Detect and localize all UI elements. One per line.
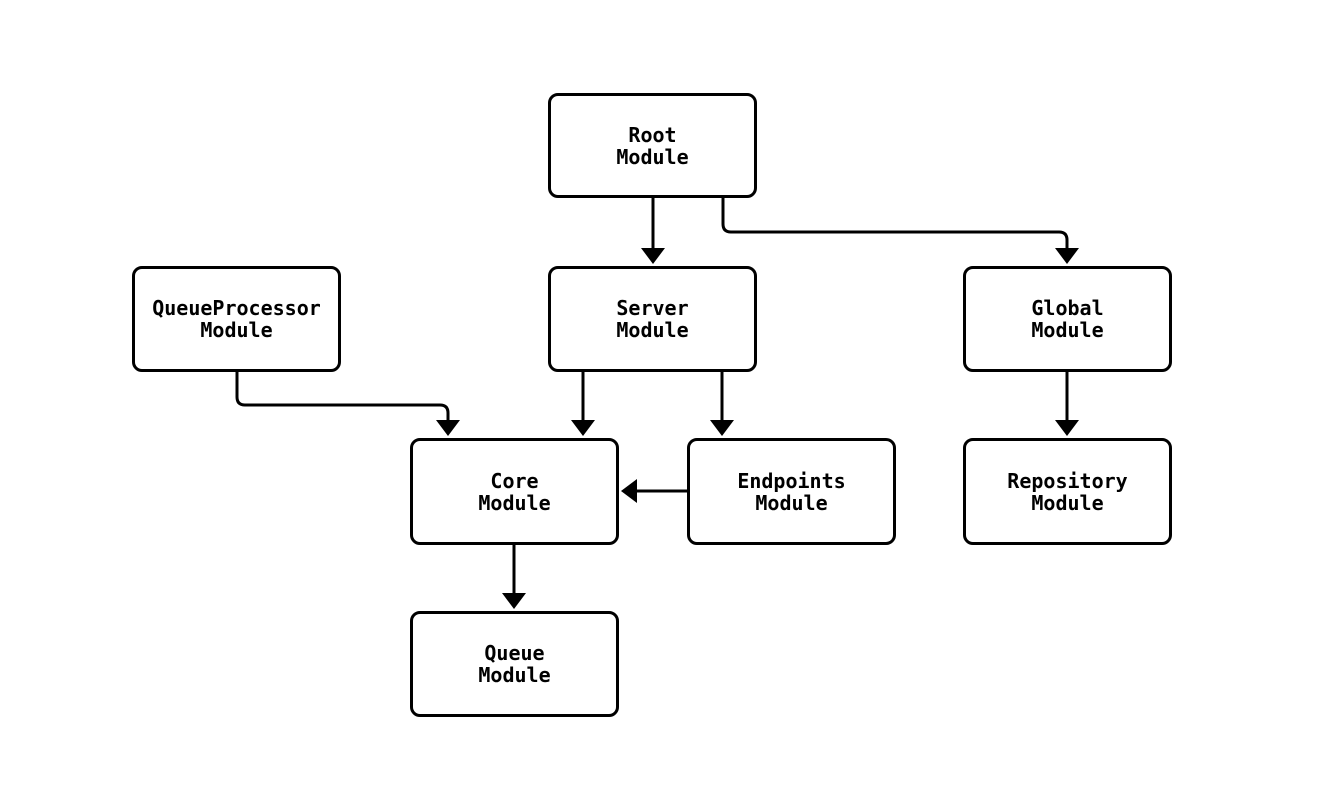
node-root-module: Root Module — [548, 93, 757, 198]
node-server-module: Server Module — [548, 266, 757, 372]
edge-root-to-global — [721, 198, 1079, 264]
node-repository-module-label: Repository Module — [1007, 468, 1128, 515]
node-endpoints-module: Endpoints Module — [687, 438, 896, 545]
node-root-module-label: Root Module — [616, 122, 689, 169]
node-queueprocessor-module: QueueProcessor Module — [132, 266, 341, 372]
node-queue-module-label: Queue Module — [478, 641, 551, 687]
node-core-module: Core Module — [410, 438, 619, 545]
node-repository-module: Repository Module — [963, 438, 1172, 545]
node-queueprocessor-module-label: QueueProcessor Module — [152, 296, 321, 342]
node-endpoints-module-label: Endpoints Module — [737, 468, 846, 515]
edge-queueprocessor-to-core — [235, 372, 460, 436]
node-server-module-label: Server Module — [616, 296, 689, 342]
node-global-module: Global Module — [963, 266, 1172, 372]
node-core-module-label: Core Module — [478, 468, 551, 515]
node-global-module-label: Global Module — [1031, 296, 1104, 342]
node-queue-module: Queue Module — [410, 611, 619, 717]
